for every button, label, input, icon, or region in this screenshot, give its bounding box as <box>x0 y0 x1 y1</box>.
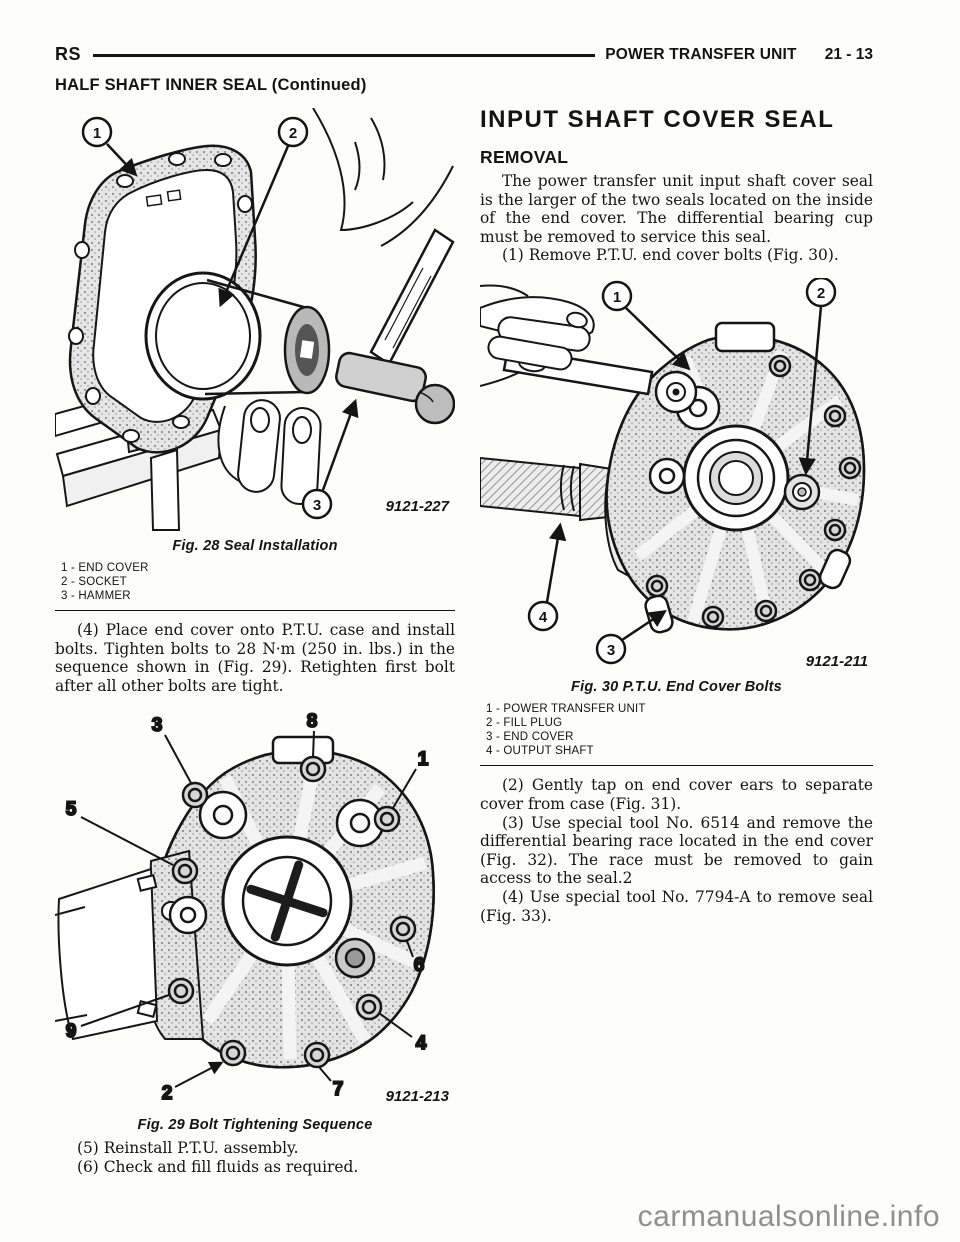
callout-3: 3 <box>301 398 359 520</box>
fig30-illustration: 1 2 3 4 <box>480 278 868 670</box>
legend-item: 4 - OUTPUT SHAFT <box>486 745 594 758</box>
callout-4: 4 <box>527 522 567 632</box>
sequence-numbers: 3 8 1 5 6 9 4 2 <box>65 710 430 1105</box>
seq-2: 2 <box>162 1083 173 1104</box>
seq-3: 3 <box>152 715 163 736</box>
removal-intro-text: The power transfer unit input shaft cove… <box>480 172 873 246</box>
right-column: INPUT SHAFT COVER SEAL REMOVAL The power… <box>480 104 873 1177</box>
callout-3-label: 3 <box>607 642 615 659</box>
callout-1: 1 <box>601 281 691 371</box>
header-section-title: POWER TRANSFER UNIT <box>605 45 797 63</box>
seq-7: 7 <box>333 1079 344 1100</box>
fig28-legend: 1 - END COVER 2 - SOCKET 3 - HAMMER <box>55 561 455 603</box>
step-5-text: (5) Reinstall P.T.U. assembly. <box>77 1139 299 1158</box>
step-4-removal-text: (4) Use special tool No. 7794-A to remov… <box>480 887 873 925</box>
figure-30: 1 2 3 4 <box>480 278 873 673</box>
reassembly-steps: (5) Reinstall P.T.U. assembly. (6) Check… <box>55 1139 455 1177</box>
legend-item: 3 - END COVER <box>486 731 574 744</box>
callout-3-label: 3 <box>313 497 321 514</box>
seq-8: 8 <box>307 711 318 732</box>
arm-sleeve <box>312 108 454 247</box>
hand <box>217 399 322 505</box>
cover-bolts <box>645 355 862 629</box>
figure-id: 9121-213 <box>386 1088 450 1105</box>
hammer <box>335 228 455 425</box>
legend-divider <box>55 610 455 611</box>
hub-bore <box>682 424 790 532</box>
continued-heading: HALF SHAFT INNER SEAL (Continued) <box>55 76 367 94</box>
cover-bolts <box>167 756 417 1069</box>
seq-9: 9 <box>66 1021 77 1042</box>
seq-6: 6 <box>414 955 425 976</box>
seq-4: 4 <box>416 1033 427 1054</box>
legend-item: 3 - HAMMER <box>61 590 131 602</box>
seal-and-socket <box>144 271 331 401</box>
figure-id: 9121-227 <box>386 498 450 515</box>
fig30-legend: 1 - POWER TRANSFER UNIT 2 - FILL PLUG 3 … <box>480 702 873 758</box>
fig30-caption: Fig. 30 P.T.U. End Cover Bolts <box>571 679 782 696</box>
callout-2: 2 <box>218 116 309 308</box>
bosses <box>168 791 385 979</box>
figure-id: 9121-211 <box>806 653 868 670</box>
callout-3: 3 <box>595 610 667 665</box>
left-column: 1 2 3 9121-227 Fig. 28 Seal Installa <box>55 104 455 1177</box>
center-flange <box>221 835 353 967</box>
legend-item: 1 - POWER TRANSFER UNIT <box>486 703 646 716</box>
hand <box>480 284 595 388</box>
legend-item: 2 - SOCKET <box>61 576 127 588</box>
callout-2: 2 <box>798 278 837 476</box>
fill-plug <box>783 474 821 511</box>
callout-2-label: 2 <box>817 285 825 302</box>
step-2-text: (2) Gently tap on end cover ears to sepa… <box>480 776 873 813</box>
watermark-text: carmanualsonline.info <box>637 1200 940 1233</box>
input-shaft-cover-seal-title: INPUT SHAFT COVER SEAL <box>480 106 835 133</box>
callout-4-label: 4 <box>539 609 548 626</box>
callout-1: 1 <box>81 116 138 177</box>
fig28-caption: Fig. 28 Seal Installation <box>172 538 338 554</box>
output-shaft <box>480 457 619 522</box>
legend-item: 1 - END COVER <box>61 562 149 574</box>
step-6-text: (6) Check and fill fluids as required. <box>77 1158 359 1177</box>
step-4-text: (4) Place end cover onto P.T.U. case and… <box>55 621 455 695</box>
figure-29: 3 8 1 5 6 9 4 2 <box>55 703 455 1111</box>
header-model-code: RS <box>55 44 82 64</box>
figure-28: 1 2 3 9121-227 <box>55 108 455 532</box>
fig29-caption: Fig. 29 Bolt Tightening Sequence <box>137 1117 373 1134</box>
callout-1-label: 1 <box>93 125 101 142</box>
removal-subtitle: REMOVAL <box>480 147 569 167</box>
seq-1: 1 <box>418 749 429 770</box>
seq-5: 5 <box>66 799 77 820</box>
step-1-text: (1) Remove P.T.U. end cover bolts (Fig. … <box>502 246 839 265</box>
callout-1-label: 1 <box>613 289 621 306</box>
legend-divider <box>480 765 873 767</box>
two-column-layout: 1 2 3 9121-227 Fig. 28 Seal Installa <box>55 104 873 1177</box>
fig29-illustration: 3 8 1 5 6 9 4 2 <box>55 710 450 1105</box>
legend-item: 2 - FILL PLUG <box>486 717 563 730</box>
page-header: RS POWER TRANSFER UNIT 21 - 13 <box>55 44 873 65</box>
header-rule <box>93 54 596 57</box>
step-3-text: (3) Use special tool No. 6514 and remove… <box>480 813 873 888</box>
fig28-illustration: 1 2 3 9121-227 <box>55 108 455 531</box>
callout-2-label: 2 <box>289 125 297 142</box>
header-page-number: 21 - 13 <box>824 45 873 63</box>
